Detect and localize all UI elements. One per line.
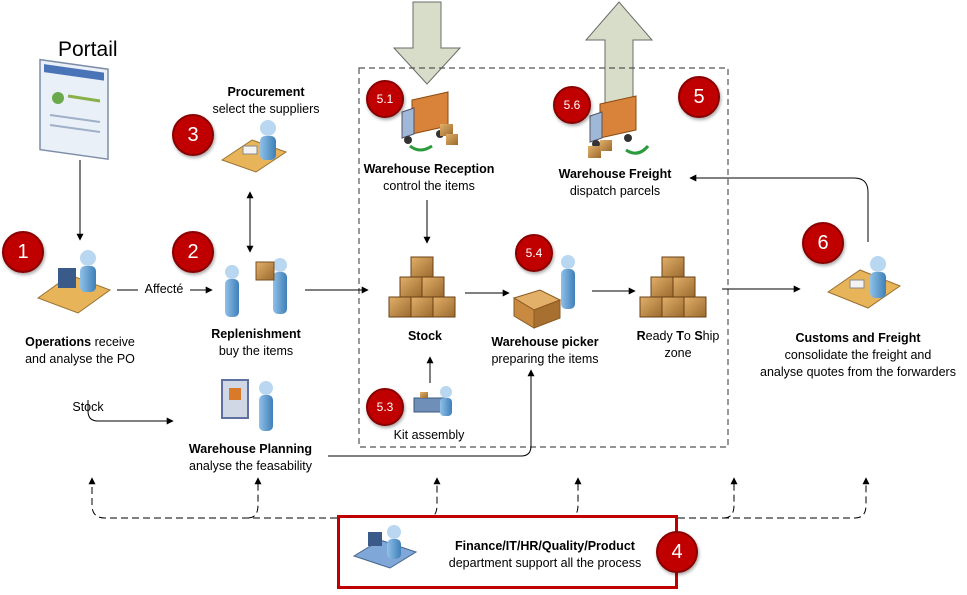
planning-to-picker-arrow — [328, 369, 535, 457]
step-badge-5-3: 5.3 — [366, 388, 404, 426]
support-to-stock — [337, 477, 441, 519]
support-loop-right — [678, 477, 870, 519]
support-to-planning — [247, 477, 262, 519]
planning-board-icon — [221, 379, 273, 431]
step-badge-5: 5 — [678, 76, 720, 118]
warehouse-zone — [358, 67, 729, 448]
customs-to-freight-arrow — [689, 174, 869, 242]
replenishment-people-icon — [225, 258, 287, 317]
inbound-arrow — [392, 1, 462, 85]
freight-truck-icon — [588, 95, 650, 158]
operations-worker-icon — [36, 250, 112, 314]
customs-worker-icon — [826, 256, 902, 309]
step-badge-2: 2 — [172, 231, 214, 273]
stock-label: Stock — [407, 329, 443, 343]
step-badge-4: 4 — [656, 531, 698, 573]
operations-to-planning-arrow — [87, 400, 174, 425]
outbound-arrow — [584, 1, 654, 105]
support-to-rts — [723, 477, 738, 519]
stock-boxes-icon — [388, 256, 456, 318]
step-badge-1: 1 — [2, 231, 44, 273]
procurement-worker-icon — [220, 120, 288, 173]
kit-assembly-label: Kit assembly — [393, 428, 465, 442]
portal-window-icon — [39, 58, 109, 161]
portal-title: Portail — [58, 38, 118, 61]
step-badge-5-6: 5.6 — [553, 86, 591, 124]
ready-to-ship-boxes-icon — [639, 256, 707, 318]
kit-assembly-icon — [413, 386, 452, 416]
support-loop-left — [88, 477, 337, 519]
stock-edge-label: Stock — [72, 400, 104, 414]
picker-worker-icon — [512, 255, 575, 329]
step-badge-3: 3 — [172, 114, 214, 156]
step-badge-6: 6 — [802, 222, 844, 264]
step-badge-5-4: 5.4 — [515, 234, 553, 272]
affecte-edge-label: Affecté — [138, 281, 190, 298]
ready-to-ship-label: Ready To Ship zone — [636, 329, 720, 360]
finance-worker-icon — [352, 525, 418, 569]
operations-label: Operations receive and analyse the PO — [25, 335, 135, 366]
step-badge-5-1: 5.1 — [366, 80, 404, 118]
reception-truck-icon — [401, 91, 458, 152]
support-to-picker — [567, 477, 582, 519]
